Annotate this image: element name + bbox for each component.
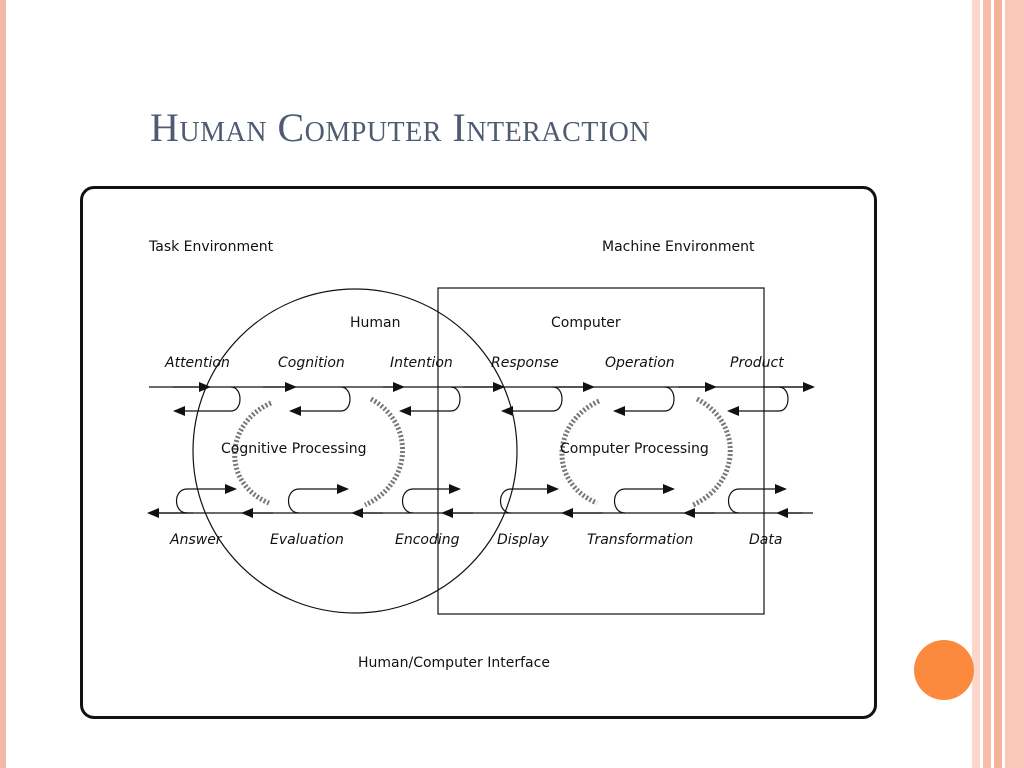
intention-label: Intention	[390, 355, 453, 371]
human-label: Human	[350, 315, 401, 331]
interface-label: Human/Computer Interface	[358, 655, 550, 671]
cognition-label: Cognition	[278, 355, 345, 371]
hci-diagram: Task Environment Machine Environment Hum…	[80, 186, 877, 719]
computer-label: Computer	[551, 315, 621, 331]
slide-title: Human Computer Interaction	[150, 105, 651, 150]
accent-circle	[914, 640, 974, 700]
computer-box	[437, 287, 765, 615]
hci-diagram-svg: Task Environment Machine Environment Hum…	[147, 239, 815, 671]
cognitive-processing-label: Cognitive Processing	[221, 441, 366, 457]
task-environment-label: Task Environment	[148, 239, 274, 255]
slide-right-stripes	[972, 0, 1024, 768]
encoding-label: Encoding	[395, 532, 460, 548]
product-label: Product	[730, 355, 784, 371]
answer-label: Answer	[169, 532, 223, 548]
human-circle	[192, 288, 518, 614]
computer-processing-arcs	[559, 396, 733, 508]
slide-left-border	[0, 0, 6, 768]
evaluation-label: Evaluation	[270, 532, 344, 548]
computer-processing-label: Computer Processing	[560, 441, 709, 457]
cognitive-processing-arcs	[232, 396, 406, 508]
data-label: Data	[749, 532, 782, 548]
response-label: Response	[491, 355, 559, 371]
operation-label: Operation	[605, 355, 675, 371]
display-label: Display	[497, 532, 549, 548]
transformation-label: Transformation	[587, 532, 693, 548]
machine-environment-label: Machine Environment	[602, 239, 755, 255]
attention-label: Attention	[164, 355, 230, 371]
